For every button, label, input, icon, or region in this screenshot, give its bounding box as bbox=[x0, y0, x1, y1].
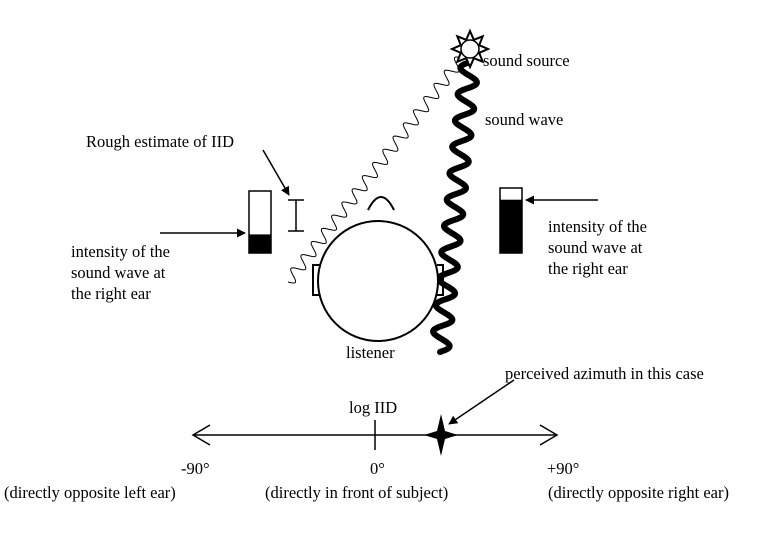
thick-sound-wave bbox=[430, 59, 480, 355]
sound-source-icon bbox=[449, 28, 491, 70]
right-ear bbox=[437, 264, 444, 296]
right-intensity-bar bbox=[499, 187, 523, 254]
axis-left-description: (directly opposite left ear) bbox=[4, 483, 176, 502]
perceived-azimuth-label: perceived azimuth in this case bbox=[505, 364, 704, 383]
left-ear bbox=[312, 264, 320, 296]
axis-center-description: (directly in front of subject) bbox=[265, 483, 449, 502]
sound-wave-label: sound wave bbox=[485, 110, 564, 129]
sound-source-label: sound source bbox=[483, 51, 570, 70]
axis-right-value: +90° bbox=[547, 459, 580, 478]
left-intensity-label: intensity of the sound wave at the right… bbox=[71, 242, 170, 303]
iid-pointer-arrow bbox=[262, 149, 290, 196]
axis-center-value: 0° bbox=[370, 459, 385, 478]
axis-left-value: -90° bbox=[181, 459, 210, 478]
axis-right-description: (directly opposite right ear) bbox=[548, 483, 729, 502]
azimuth-axis bbox=[191, 420, 559, 450]
azimuth-pointer-arrow bbox=[448, 379, 515, 425]
listener-head bbox=[312, 196, 444, 342]
listener-label: listener bbox=[346, 343, 395, 362]
log-iid-label: log IID bbox=[349, 398, 398, 417]
right-intensity-label: intensity of the sound wave at the right… bbox=[548, 217, 647, 278]
iid-bracket bbox=[288, 199, 304, 232]
thin-sound-wave bbox=[287, 56, 463, 284]
rough-estimate-label: Rough estimate of IID bbox=[86, 132, 235, 151]
perceived-azimuth-marker bbox=[424, 414, 458, 456]
left-intensity-bar bbox=[248, 190, 272, 254]
